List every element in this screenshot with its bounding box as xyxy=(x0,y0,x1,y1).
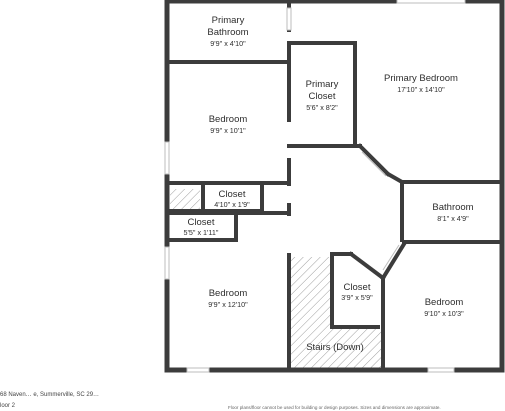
interior-walls xyxy=(165,0,504,372)
room-primary-closet: Primary Closet 5'6" x 8'2" xyxy=(306,79,339,112)
room-primary-bedroom: Primary Bedroom 17'10" x 14'10" xyxy=(384,73,458,94)
room-dimensions: 5'5" x 1'11" xyxy=(184,228,219,237)
windows xyxy=(164,0,466,373)
room-name: Bedroom xyxy=(209,288,248,299)
room-name: Bathroom xyxy=(207,27,248,38)
angled-wall-detail xyxy=(361,151,400,271)
room-bedroom-2: Bedroom 9'9" x 12'10" xyxy=(208,288,248,309)
room-dimensions: 9'10" x 10'3" xyxy=(424,309,464,318)
room-closet-2: Closet 5'5" x 1'11" xyxy=(184,217,219,237)
room-name: Primary Bedroom xyxy=(384,73,458,84)
window xyxy=(164,246,170,280)
window xyxy=(186,367,210,373)
room-closet-3: Closet 3'9" x 5'9" xyxy=(341,282,373,302)
room-bedroom-1: Bedroom 9'9" x 10'1" xyxy=(209,114,248,135)
room-name: Closet xyxy=(188,217,215,228)
room-dimensions: 5'6" x 8'2" xyxy=(306,103,338,112)
window xyxy=(286,7,292,31)
room-bedroom-3: Bedroom 9'10" x 10'3" xyxy=(424,297,464,318)
room-dimensions: 17'10" x 14'10" xyxy=(397,85,445,94)
room-name: Closet xyxy=(344,282,371,293)
room-dimensions: 3'9" x 5'9" xyxy=(341,293,373,302)
window xyxy=(396,0,466,4)
room-name: Bedroom xyxy=(209,114,248,125)
room-dimensions: 9'9" x 4'10" xyxy=(210,39,246,48)
floor-label: loor 2 xyxy=(0,403,16,409)
room-dimensions: 4'10" x 1'9" xyxy=(214,200,250,209)
stairs-hatch xyxy=(289,257,332,369)
room-dimensions: 9'9" x 10'1" xyxy=(210,126,246,135)
stair-landing-hatch xyxy=(332,327,384,369)
window xyxy=(427,367,455,373)
room-name: Primary xyxy=(212,15,245,26)
room-bathroom: Bathroom 8'1" x 4'9" xyxy=(432,202,473,223)
room-dimensions: 8'1" x 4'9" xyxy=(437,214,469,223)
room-stairs: Stairs (Down) xyxy=(306,342,364,353)
room-dimensions: 9'9" x 12'10" xyxy=(208,300,248,309)
room-name: Closet xyxy=(219,189,246,200)
room-closet-1: Closet 4'10" x 1'9" xyxy=(214,189,250,209)
room-name: Bathroom xyxy=(432,202,473,213)
room-primary-bathroom: Primary Bathroom 9'9" x 4'10" xyxy=(207,15,248,48)
room-name: Stairs (Down) xyxy=(306,342,364,353)
room-name: Primary xyxy=(306,79,339,90)
room-name: Closet xyxy=(309,91,336,102)
room-name: Bedroom xyxy=(425,297,464,308)
window xyxy=(164,141,170,175)
closet-hatch xyxy=(170,189,200,211)
disclaimer-text: Floor plans/floor cannot be used for bui… xyxy=(228,405,441,410)
address-text: 68 Naven… e, Summerville, SC 29… xyxy=(0,392,100,398)
